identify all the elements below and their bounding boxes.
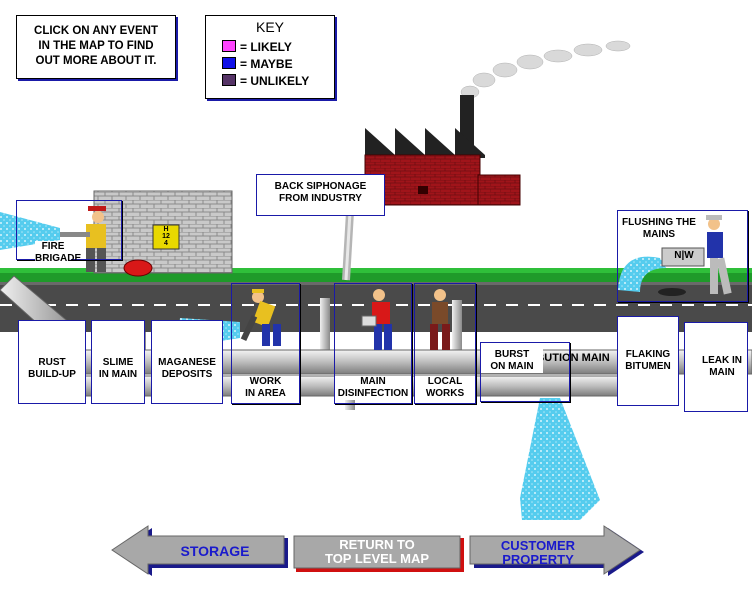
swatch-maybe [222,57,236,69]
event-flaking-bitumen[interactable]: FLAKING BITUMEN [617,316,679,406]
event-local-works[interactable]: LOCAL WORKS [414,283,476,404]
instructions-box: CLICK ON ANY EVENT IN THE MAP TO FIND OU… [16,15,176,79]
event-main-disinfection[interactable]: MAIN DISINFECTION [334,283,412,404]
event-burst-on-main[interactable]: BURST ON MAIN [480,342,570,402]
event-label: LOCAL WORKS [415,376,475,400]
swatch-likely [222,40,236,52]
event-label: RUST BUILD-UP [28,357,76,380]
legend-likely: = LIKELY [222,40,292,54]
event-work-in-area[interactable]: WORK IN AREA [231,283,300,404]
event-label: BURST ON MAIN [481,349,543,373]
customer-property-button[interactable]: CUSTOMER PROPERTY [500,538,576,567]
worker-drill [240,289,281,346]
legend-maybe: = MAYBE [222,57,293,71]
worker-flushing [706,215,732,295]
legend-unlikely: = UNLIKELY [222,74,309,88]
legend-title: KEY [255,19,284,35]
event-label: FLAKING BITUMEN [625,349,671,372]
event-flushing-mains[interactable]: FLUSHING THE MAINS [617,210,748,302]
event-label: BACK SIPHONAGE FROM INDUSTRY [274,181,367,204]
storage-button[interactable]: STORAGE [180,543,250,559]
event-label: LEAK IN MAIN [702,355,742,378]
nav-arrows [111,525,644,576]
event-label: SLIME IN MAIN [98,357,138,380]
instructions-text: CLICK ON ANY EVENT IN THE MAP TO FIND OU… [34,25,158,67]
flushing-sign: N|W [674,250,694,261]
event-label: FIRE BRIGADE [35,241,82,265]
event-label: WORK IN AREA [232,376,299,400]
fireman [60,206,106,272]
event-label: FLUSHING THE MAINS [622,217,696,240]
swatch-unlikely [222,74,236,86]
hydrant-plate: H 12 4 [162,226,170,247]
event-label: MAGANESE DEPOSITS [158,357,216,380]
event-leak-in-main[interactable]: LEAK IN MAIN [684,322,748,412]
worker-disinfection [361,289,392,350]
event-manganese-deposits[interactable]: MAGANESE DEPOSITS [151,320,223,404]
event-label: MAIN DISINFECTION [335,376,411,400]
event-fire-brigade[interactable]: FIRE BRIGADE [16,200,122,265]
return-to-top-button[interactable]: RETURN TO TOP LEVEL MAP [324,537,430,566]
factory [364,95,521,206]
smoke [460,40,631,99]
worker-local [430,289,450,350]
event-rust-build-up[interactable]: RUST BUILD-UP [18,320,86,404]
event-back-siphonage[interactable]: BACK SIPHONAGE FROM INDUSTRY [256,174,385,216]
event-slime-in-main[interactable]: SLIME IN MAIN [91,320,145,404]
legend-box: KEY = LIKELY = MAYBE = UNLIKELY [205,15,335,99]
